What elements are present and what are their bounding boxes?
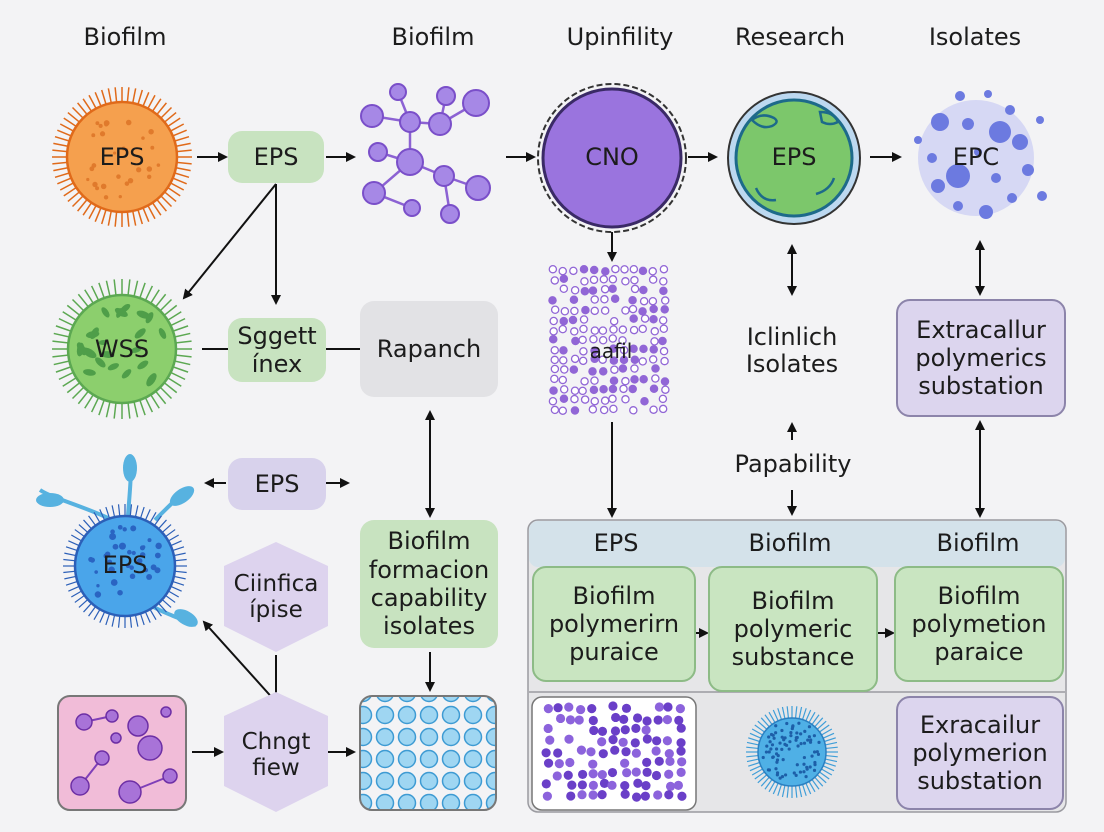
green-cell-label: WSS xyxy=(94,335,150,363)
table-cell-2: Biofilm polymeric substance xyxy=(708,566,878,692)
orange-cell-label: EPS xyxy=(99,143,145,171)
cyan-bubble-box xyxy=(359,695,497,811)
table-header-eps: EPS xyxy=(593,529,639,557)
eps-lavender-box: EPS xyxy=(228,458,326,510)
extracellular-top-box: Extracallur polymerics substation xyxy=(896,299,1066,417)
table-header-biofilm-1: Biofilm xyxy=(748,529,832,557)
blue-cell-label: EPS xyxy=(102,551,148,579)
cinfica-label: Ciinfica ípise xyxy=(233,571,319,623)
arrow-bluecell-chngt xyxy=(202,620,278,704)
header-research: Research xyxy=(734,23,846,51)
connectors xyxy=(182,152,985,757)
chngt-label: Chngt fiew xyxy=(241,729,311,781)
green-cell xyxy=(52,279,192,419)
table-image-left xyxy=(531,696,697,811)
table-header-biofilm-2: Biofilm xyxy=(936,529,1020,557)
green-ring-cell-label: EPS xyxy=(771,143,817,171)
header-biofilm-2: Biofilm xyxy=(391,23,475,51)
header-biofilm-1: Biofilm xyxy=(83,23,167,51)
cinfica-hexagon xyxy=(224,542,328,652)
table-bottom-box: Exracailur polymerion substation xyxy=(896,696,1064,810)
table-cell-3: Biofilm polymetion paraice xyxy=(894,566,1064,682)
iclinlich-label: Iclinlich Isolates xyxy=(745,323,839,378)
pink-image-box xyxy=(57,695,187,811)
purple-network xyxy=(360,83,491,224)
lavender-cell-label: EPC xyxy=(952,143,1000,171)
lavender-cell xyxy=(914,90,1047,219)
arrow-eps-to-wss xyxy=(182,183,277,300)
chngt-hexagon xyxy=(224,692,328,812)
papability-label: Papability xyxy=(734,450,852,478)
header-upinfility: Upinfility xyxy=(566,23,674,51)
eps-green-box: EPS xyxy=(228,131,324,183)
blue-cell xyxy=(36,454,198,628)
header-isolates: Isolates xyxy=(928,23,1022,51)
dot-cluster xyxy=(548,264,670,415)
purple-cell xyxy=(537,83,687,233)
biofilm-formation-box: Biofilm formacion capability isolates xyxy=(360,520,498,648)
orange-cell xyxy=(52,87,192,227)
dots-label: aafil xyxy=(589,339,633,363)
table-cell-1: Biofilm polymerirn puraice xyxy=(532,566,696,682)
green-ring-cell xyxy=(727,91,861,225)
rapanch-box: Rapanch xyxy=(360,301,498,397)
table-image-middle xyxy=(746,706,838,798)
purple-cell-label: CNO xyxy=(585,143,639,171)
sggett-box: Sggett ínex xyxy=(228,318,326,382)
